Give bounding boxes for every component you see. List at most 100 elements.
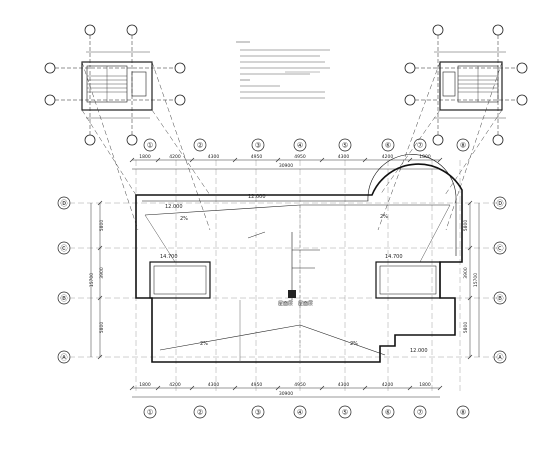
- grid-bubble: [516, 62, 528, 74]
- dimension-value: 4300: [338, 382, 350, 388]
- grid-bubble-bottom: [193, 405, 207, 419]
- grid-bubble-top-label: ①: [147, 142, 153, 150]
- grid-bubble-bottom-label: ⑧: [460, 409, 466, 417]
- dimension-value: 4950: [294, 154, 306, 160]
- grid-lines: [60, 160, 500, 392]
- grid-bubble-bottom: [293, 405, 307, 419]
- dimension-tick: [97, 200, 103, 206]
- stair-outline: [81, 61, 153, 111]
- grid-bubble: [84, 134, 96, 146]
- detail-leader-lines: [81, 61, 503, 231]
- grid-bubble-bottom-label: ②: [197, 409, 203, 417]
- grid-bubble: [126, 24, 138, 36]
- dimension-value: 4200: [169, 154, 181, 160]
- dimension-tick: [129, 157, 135, 163]
- center-tag-right: 屋面层: [298, 301, 313, 307]
- grid-bubble: [44, 94, 56, 106]
- grid-bubble-left-label: Ⓐ: [61, 354, 68, 362]
- elevation-label-main: 12.000: [248, 194, 266, 200]
- dimension-total: 15700: [89, 273, 95, 287]
- elevation-label-bottom-right: 12.000: [410, 348, 428, 354]
- grid-bubble-right-label: Ⓓ: [497, 200, 504, 208]
- grid-bubble-bottom-label: ⑤: [342, 409, 348, 417]
- grid-bubble-top-label: ⑥: [385, 142, 391, 150]
- grid-bubble-bottom: [456, 405, 470, 419]
- dimension-value: 4200: [169, 382, 181, 388]
- grid-bubble-top-label: ⑤: [342, 142, 348, 150]
- grid-bubble: [492, 134, 504, 146]
- stair-box-right: [375, 261, 441, 299]
- grid-bubble: [126, 134, 138, 146]
- grid-bubble: [174, 62, 186, 74]
- dimension-value: 4300: [208, 382, 220, 388]
- dimension-value: 5800: [99, 220, 105, 232]
- dimension-tick: [362, 157, 368, 163]
- roof-text-labels: 12.000 14.700 14.700 12.000 12.000 屋面层 屋…: [160, 194, 428, 354]
- dimension-value: 4200: [382, 154, 394, 160]
- left-dimension-string: 5800 3900 5800 15700: [89, 200, 105, 360]
- grid-bubble: [404, 94, 416, 106]
- dimension-value: 4200: [382, 382, 394, 388]
- dimension-value: 4950: [251, 154, 263, 160]
- dimension-tick: [97, 245, 103, 251]
- grid-bubble: [44, 62, 56, 74]
- grid-bubble: [432, 134, 444, 146]
- dimension-value: 4950: [251, 382, 263, 388]
- grid-bubble-left-label: Ⓓ: [61, 200, 68, 208]
- grid-bubble-bottom-label: ⑥: [385, 409, 391, 417]
- center-tag-left: 屋面层: [278, 301, 293, 307]
- dimension-tick: [155, 385, 161, 391]
- grid-bubble-top: [413, 138, 427, 152]
- dimension-value: 4300: [208, 154, 220, 160]
- dimension-tick: [232, 157, 238, 163]
- dimension-value: 5800: [463, 220, 469, 232]
- dimension-tick: [467, 200, 473, 206]
- grid-bubble-right-label: Ⓒ: [497, 245, 504, 253]
- grid-bubble-top: [251, 138, 265, 152]
- dimension-tick: [232, 385, 238, 391]
- dimension-total: 30900: [279, 163, 293, 169]
- grid-bubble-right-label: Ⓑ: [497, 295, 504, 303]
- grid-bubble-top-label: ⑧: [460, 142, 466, 150]
- dimension-value: 1800: [139, 382, 151, 388]
- grid-bubble-bottom: [143, 405, 157, 419]
- design-notes-block: [236, 41, 330, 99]
- slope-label: 2%: [200, 341, 208, 347]
- dimension-tick: [189, 157, 195, 163]
- grid-bubble-bottom: [413, 405, 427, 419]
- dimension-tick: [275, 385, 281, 391]
- grid-bubble: [84, 24, 96, 36]
- grid-bubble-bottom-label: ⑦: [417, 409, 423, 417]
- dimension-tick: [437, 385, 443, 391]
- dimension-total: 15700: [473, 273, 479, 287]
- dimension-value: 1800: [139, 154, 151, 160]
- dimension-tick: [467, 295, 473, 301]
- dimension-value: 3900: [99, 267, 105, 279]
- grid-bubble-bottom: [338, 405, 352, 419]
- elevation-label-stair-right: 14.700: [385, 254, 403, 260]
- dimension-tick: [97, 295, 103, 301]
- stair-box-left: [149, 261, 211, 299]
- dimension-tick: [319, 157, 325, 163]
- grid-bubble-top: [381, 138, 395, 152]
- dimension-value: 5800: [463, 322, 469, 334]
- grid-bubble-bottom: [251, 405, 265, 419]
- grid-bubble-bottom-label: ①: [147, 409, 153, 417]
- dimension-value: 5800: [99, 322, 105, 334]
- dimension-tick: [129, 385, 135, 391]
- dimension-tick: [319, 385, 325, 391]
- stair-outline: [439, 61, 503, 111]
- stair-detail-right: [404, 24, 528, 146]
- dimension-value: 1800: [419, 154, 431, 160]
- grid-bubble-top: [456, 138, 470, 152]
- elevation-label-stair-left: 14.700: [160, 254, 178, 260]
- dimension-tick: [155, 157, 161, 163]
- slope-label: 2%: [380, 214, 388, 220]
